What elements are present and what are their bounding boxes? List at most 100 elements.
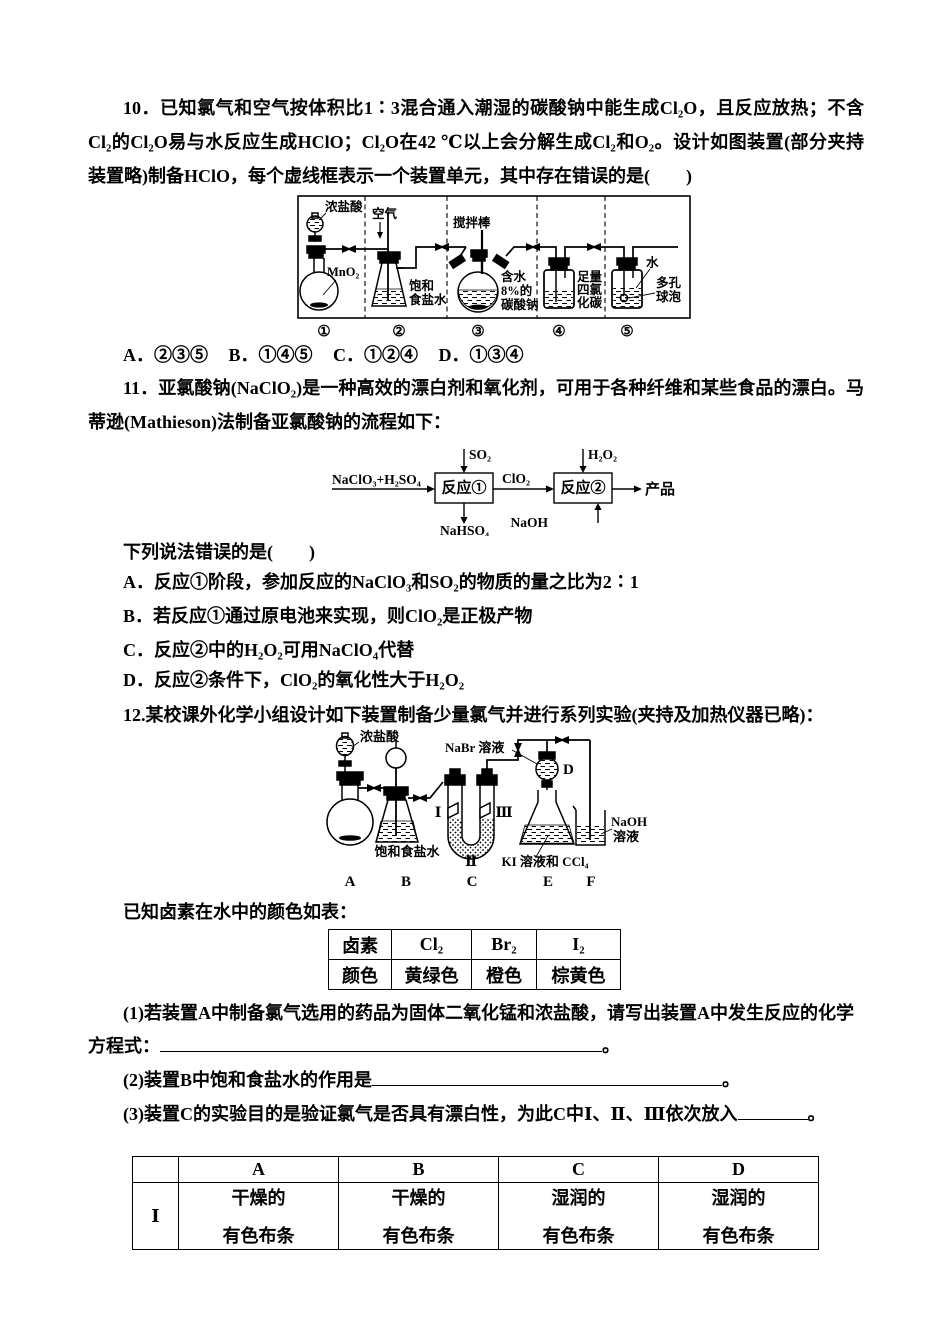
q12-sub2: (2)装置B中饱和食盐水的作用是 。 [123,1066,740,1092]
halogen-header-cell: 卤素 [328,929,392,960]
corner-cell [132,1156,179,1183]
experiment-table: A B C D Ⅰ 干燥的 有色布条 干燥的 有色布条 湿润的 有色布条 湿润的… [132,1156,819,1250]
unit2-brine-flask [371,212,407,307]
u4-liquid-label-1: 足量 [577,270,603,284]
beaker-f-naoh [572,805,613,846]
brine-label: 饱和食盐水 [373,844,440,859]
u4-liquid-label-3: 化碳 [577,295,603,310]
unit-dividers [364,196,606,318]
u5-bulb-label-2: 球泡 [656,289,682,304]
br2-color-cell: 橙色 [471,959,537,990]
q10-stem: 10．已知氯气和空气按体积比1∶3混合通入潮湿的碳酸钠中能生成Cl₂O，且反应放… [88,98,864,186]
u3-rod-label: 搅拌棒 [453,215,491,230]
device-c-label: C [467,874,478,890]
roman-2-label: Ⅱ [465,855,477,870]
device-f-label: F [586,874,595,890]
halogen-table-intro: 已知卤素在水中的颜色如表： [123,902,357,922]
naoh-label-1: NaOH [611,814,647,829]
q11-option-d: D．反应②条件下，ClO₂的氧化性大于H₂O₂ [123,670,465,690]
cell-a1: 干燥的 有色布条 [178,1182,339,1250]
q11-option-c: C．反应②中的H₂O₂可用NaClO₄代替 [123,640,415,660]
cell-line: 干燥的 [231,1188,286,1208]
q10-option-c: C．①②④ [333,345,419,365]
table-header-row: A B C D [132,1156,819,1183]
u5-bulb-label-1: 多孔 [656,275,682,290]
device-b-label: B [401,874,411,890]
cl2-color-cell: 黄绿色 [391,959,472,990]
flow-product-label: 产品 [645,480,675,498]
table-row: 卤素 Cl₂ Br₂ I₂ [328,929,621,960]
valve-icon [526,243,540,251]
q12-sub3-prefix: (3)装置C的实验目的是验证氯气是否具有漂白性，为此C中Ⅰ、Ⅱ、Ⅲ依次放入 [123,1104,738,1124]
q10-option-d: D．①③④ [438,345,524,365]
flow-clo2-label: ClO₂ [502,471,530,486]
cell-b1: 干燥的 有色布条 [338,1182,499,1250]
unit4-number: ④ [552,324,565,340]
u3-liquid-label-1: 含水 [500,269,527,284]
flow-arrowheads [427,466,642,524]
q12-stem: 12.某校课外化学小组设计如下装置制备少量氯气并进行系列实验(夹持及加热仪器已略… [123,705,824,725]
ki-ccl4-label: KI 溶液和 CCl₄ [502,854,589,869]
dashed-unit-frame [297,195,691,319]
q12-sub1-period: 。 [602,1036,620,1056]
q11-option-b: B．若反应①通过原电池来实现，则ClO₂是正极产物 [123,606,533,626]
q12-sub1-line1: (1)若装置A中制备氯气选用的药品为固体二氧化锰和浓盐酸，请写出装置A中发生反应… [123,1003,854,1023]
u-tube-c [444,768,498,860]
table-row: Ⅰ 干燥的 有色布条 干燥的 有色布条 湿润的 有色布条 湿润的 有色布条 [132,1182,819,1250]
br2-cell: Br₂ [471,929,537,960]
flow-so2-label: SO₂ [469,447,491,462]
unit1-generator-flask [299,212,339,311]
halogen-color-table: 卤素 Cl₂ Br₂ I₂ 颜色 黄绿色 橙色 棕黄色 [328,929,621,990]
u5-water-label: 水 [646,255,659,270]
cell-line: 有色布条 [542,1226,615,1246]
hcl-label: 浓盐酸 [360,729,400,744]
cell-line: 湿润的 [711,1188,766,1208]
flow-feed-label: NaClO₃+H₂SO₄ [332,472,421,487]
q11-flow-diagram: NaClO₃+H₂SO₄ SO₂ 反应① NaHSO₄ ClO₂ H₂O₂ 反应… [332,447,675,536]
cell-line: 干燥的 [391,1188,446,1208]
nabr-label: NaBr 溶液 [445,740,504,755]
reaction2-label: 反应② [560,479,605,497]
answer-blank [737,1102,808,1120]
cl2-cell: Cl₂ [391,929,472,960]
cell-d1: 湿润的 有色布条 [658,1182,819,1250]
valve-icon [435,243,449,251]
valve-icon [367,784,381,792]
i2-cell: I₂ [536,929,621,960]
table-row: 颜色 黄绿色 橙色 棕黄色 [328,959,621,990]
q12-sub2-prefix: (2)装置B中饱和食盐水的作用是 [123,1070,372,1090]
reaction1-box [434,472,494,504]
q10-option-a: A．②③⑤ [123,345,208,365]
device-a-label: A [345,874,356,890]
cell-line: 有色布条 [702,1226,775,1246]
u3-liquid-label-2: 8%的 [501,283,532,298]
flow-h2o2-label: H₂O₂ [588,447,617,462]
unit5-water-bottle [611,257,656,309]
u1-solid-label: MnO₂ [327,265,359,279]
u4-liquid-label-2: 四氯 [577,282,603,297]
bulb-d-nabr [511,749,559,792]
flask-e-ki [518,790,576,858]
cell-line: 有色布条 [382,1226,455,1246]
col-d-header: D [658,1156,819,1183]
d-label: D [563,762,574,778]
q12-sub3: (3)装置C的实验目的是验证氯气是否具有漂白性，为此C中Ⅰ、Ⅱ、Ⅲ依次放入。 [123,1100,826,1126]
unit3-reaction-flask [448,230,510,313]
q10-option-b: B．①④⑤ [228,345,313,365]
roman-3-label: Ⅲ [495,806,512,821]
roman-1-label: Ⅰ [435,806,442,821]
cell-line: 湿润的 [551,1188,606,1208]
u2-liquid-label-1: 饱和 [408,278,434,293]
row-1-label: Ⅰ [132,1182,179,1250]
q10-apparatus-diagram: 浓盐酸 MnO₂ 空气 饱和 食盐水 搅拌棒 [297,195,691,340]
unit4-ccl4-bottle [543,257,575,309]
unit5-number: ⑤ [620,324,633,340]
col-b-header: B [338,1156,499,1183]
q10-options: A．②③⑤ B．①④⑤ C．①②④ D．①③④ [123,341,524,367]
u1-reagent-label: 浓盐酸 [325,199,363,214]
unit3-number: ③ [471,324,484,340]
q12-sub1-line2: 方程式：。 [88,1032,620,1058]
q12-sub2-period: 。 [722,1070,740,1090]
u2-air-label: 空气 [372,206,398,221]
